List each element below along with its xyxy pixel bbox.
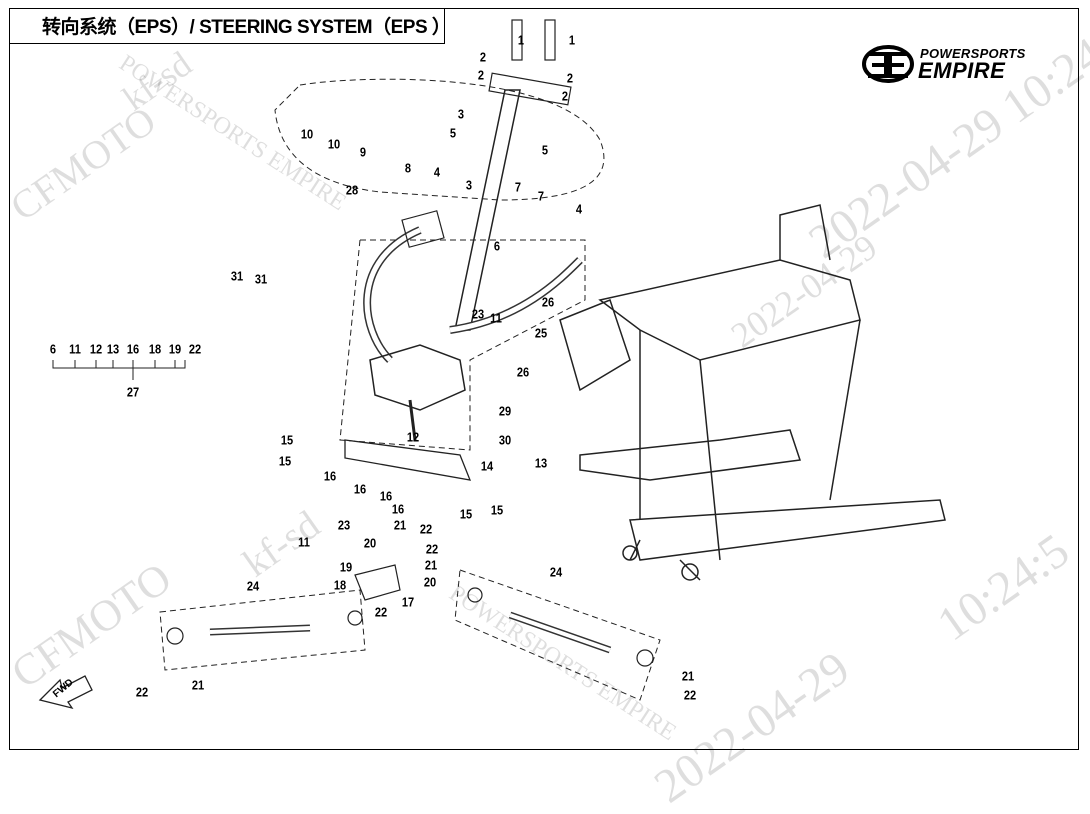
callout-21: 21	[191, 677, 205, 693]
callout-5: 5	[449, 125, 457, 141]
callout-5: 5	[541, 142, 549, 158]
callout-23: 23	[337, 517, 351, 533]
callout-4: 4	[433, 164, 441, 180]
column-group-outline	[339, 239, 586, 451]
callout-29: 29	[498, 403, 512, 419]
assembly-27-bracket	[52, 360, 186, 380]
fwd-arrow-icon	[38, 675, 93, 710]
rod-left-outline	[159, 589, 366, 671]
group-item-18: 18	[148, 341, 162, 357]
callout-27: 27	[126, 384, 140, 400]
group-item-12: 12	[89, 341, 103, 357]
steering-column	[454, 89, 521, 331]
callout-20: 20	[423, 574, 437, 590]
empire-wing-icon	[862, 45, 914, 83]
eps-motor	[369, 344, 466, 411]
callout-16: 16	[379, 488, 393, 504]
callout-15: 15	[278, 453, 292, 469]
callout-26: 26	[516, 364, 530, 380]
diagram-frame	[9, 8, 1079, 750]
brand-logo: POWERSPORTS EMPIRE	[860, 40, 1060, 85]
callout-21: 21	[393, 517, 407, 533]
callout-2: 2	[566, 70, 574, 86]
group-item-6: 6	[49, 341, 57, 357]
callout-14: 14	[480, 458, 494, 474]
callout-24: 24	[246, 578, 260, 594]
callout-21: 21	[424, 557, 438, 573]
callout-26: 26	[541, 294, 555, 310]
callout-1: 1	[568, 32, 576, 48]
callout-8: 8	[404, 160, 412, 176]
group-item-22: 22	[188, 341, 202, 357]
callout-16: 16	[323, 468, 337, 484]
group-item-11: 11	[69, 341, 81, 357]
callout-30: 30	[498, 432, 512, 448]
callout-22: 22	[425, 541, 439, 557]
callout-15: 15	[459, 506, 473, 522]
callout-31: 31	[230, 268, 244, 284]
rod-right-outline	[454, 569, 661, 701]
callout-15: 15	[280, 432, 294, 448]
callout-12: 12	[406, 429, 420, 445]
callout-22: 22	[374, 604, 388, 620]
group-item-19: 19	[168, 341, 182, 357]
callout-21: 21	[681, 668, 695, 684]
callout-7: 7	[537, 188, 545, 204]
callout-19: 19	[339, 559, 353, 575]
callout-25: 25	[534, 325, 548, 341]
callout-9: 9	[359, 144, 367, 160]
callout-2: 2	[477, 67, 485, 83]
callout-16: 16	[391, 501, 405, 517]
callout-22: 22	[683, 687, 697, 703]
callout-17: 17	[401, 594, 415, 610]
callout-24: 24	[549, 564, 563, 580]
callout-4: 4	[575, 201, 583, 217]
callout-2: 2	[561, 88, 569, 104]
callout-6: 6	[493, 238, 501, 254]
vehicle-frame	[579, 204, 946, 581]
callout-7: 7	[514, 179, 522, 195]
callout-20: 20	[363, 535, 377, 551]
callout-1: 1	[517, 32, 525, 48]
group-item-16: 16	[126, 341, 140, 357]
callout-10: 10	[327, 136, 341, 152]
page-title: 转向系统（EPS）/ STEERING SYSTEM（EPS ）	[9, 8, 451, 44]
callout-15: 15	[490, 502, 504, 518]
callout-11: 11	[490, 310, 502, 326]
logo-line2: EMPIRE	[918, 58, 1006, 83]
group-28-outline	[274, 78, 605, 201]
eps-controller	[559, 299, 631, 392]
logo-line1: POWERSPORTS	[920, 46, 1026, 61]
callout-3: 3	[457, 106, 465, 122]
callout-2: 2	[479, 49, 487, 65]
callout-31: 31	[254, 271, 268, 287]
callout-16: 16	[353, 481, 367, 497]
callout-22: 22	[419, 521, 433, 537]
callout-18: 18	[333, 577, 347, 593]
callout-10: 10	[300, 126, 314, 142]
parts-drawing	[38, 19, 946, 710]
callout-22: 22	[135, 684, 149, 700]
callout-3: 3	[465, 177, 473, 193]
callout-11: 11	[298, 534, 310, 550]
callout-28: 28	[345, 182, 359, 198]
callout-23: 23	[471, 306, 485, 322]
group-item-13: 13	[106, 341, 120, 357]
column-clamp	[488, 72, 572, 106]
callout-13: 13	[534, 455, 548, 471]
mount-bracket	[344, 439, 472, 481]
